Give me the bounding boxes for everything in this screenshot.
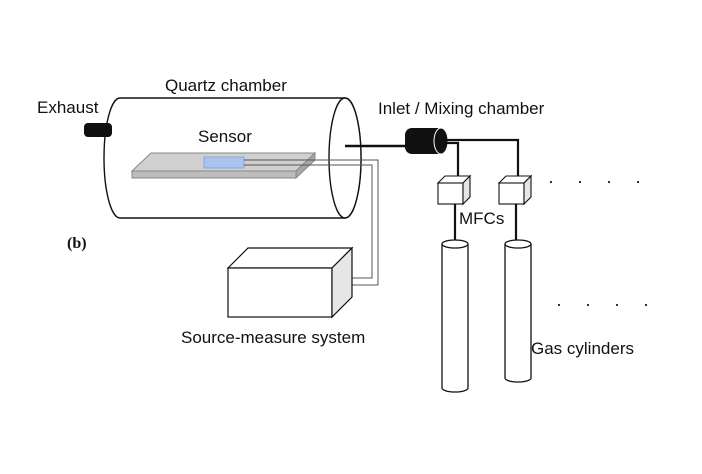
sensor-wires	[244, 159, 379, 286]
gas-lines	[445, 138, 520, 240]
label-panel: (b)	[67, 235, 87, 252]
label-exhaust: Exhaust	[37, 98, 99, 117]
label-sensor: Sensor	[198, 127, 252, 146]
chamber-end-cap	[328, 97, 362, 219]
sensor-chip	[203, 156, 245, 169]
mfc-1	[436, 174, 472, 206]
mfc-2	[497, 174, 533, 206]
source-measure-box	[226, 246, 354, 319]
ellipsis-more-cylinders: · · · ·	[556, 294, 658, 314]
gas-cylinder-1	[441, 239, 469, 393]
exhaust-pipe	[84, 123, 112, 137]
label-mfcs: MFCs	[459, 209, 504, 228]
label-gas-cylinders: Gas cylinders	[531, 339, 634, 358]
label-quartz-chamber: Quartz chamber	[165, 76, 287, 95]
label-inlet-mixing-chamber: Inlet / Mixing chamber	[378, 99, 545, 118]
ellipsis-more-mfcs: · · · ·	[548, 171, 650, 191]
gas-cylinder-2	[504, 239, 532, 383]
mixing-chamber	[405, 127, 449, 155]
label-source-measure-system: Source-measure system	[181, 328, 365, 347]
